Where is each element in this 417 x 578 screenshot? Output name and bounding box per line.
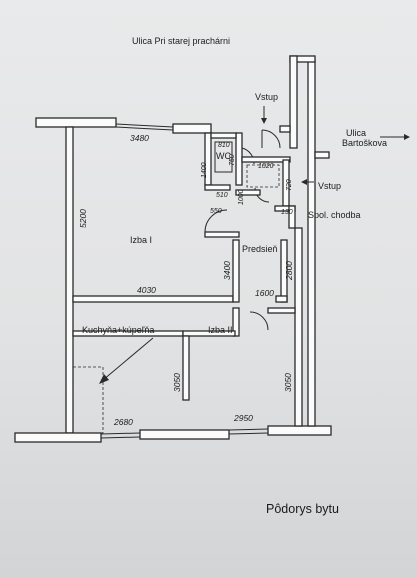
wall-stub-right — [314, 151, 330, 159]
wall-izba2-top-right — [267, 307, 296, 314]
door-arc-izba2 — [249, 311, 269, 331]
wall-building-left-post — [289, 55, 298, 149]
dim-130: 130 — [281, 209, 293, 216]
street-right-label-2: Bartoškova — [342, 138, 387, 148]
dim-1000: 1000 — [238, 189, 245, 205]
wall-left — [65, 126, 74, 434]
dim-720: 720 — [286, 179, 293, 191]
room-izba2-label: Izba II — [208, 325, 233, 335]
wall-predsien-bottom-r — [275, 295, 288, 303]
dim-4030: 4030 — [137, 285, 156, 295]
entrance-top-label: Vstup — [255, 92, 278, 102]
dim-1400: 1400 — [201, 162, 208, 178]
dim-1600: 1600 — [255, 288, 274, 298]
door-arc-entrance — [261, 129, 281, 149]
wall-right — [294, 227, 303, 427]
kitchen-arrow-line — [102, 337, 154, 381]
wall-wc-right — [235, 132, 243, 186]
window-top — [115, 123, 174, 128]
entrance-arrow-top-head — [261, 118, 267, 124]
dim-3480: 3480 — [130, 133, 149, 143]
window-bottom-inner — [100, 436, 141, 439]
dim-5200: 5200 — [78, 209, 88, 228]
wall-predsien-top — [204, 231, 240, 238]
wall-bottom-mid — [139, 429, 230, 440]
dim-810: 810 — [218, 142, 230, 149]
entrance-right-label: Vstup — [318, 181, 341, 191]
door-arc-izba1 — [204, 209, 228, 233]
wall-izba1-bottom — [72, 295, 234, 303]
room-izba1-label: Izba I — [130, 235, 152, 245]
wall-corridor-h2 — [235, 189, 261, 196]
plan-title: Pôdorys bytu — [266, 502, 339, 516]
entrance-arrow-right-head — [301, 179, 307, 185]
street-right-label-1: Ulica — [346, 128, 366, 138]
kitchen-arrow-head — [99, 374, 109, 384]
wall-top-left — [35, 117, 117, 128]
wall-bottom-left — [14, 432, 102, 443]
wall-building-right — [307, 59, 316, 427]
dim-750: 750 — [229, 154, 236, 166]
wall-izba2-top-h — [182, 330, 236, 337]
wall-izba2-top — [232, 307, 240, 337]
dim-3050-left: 3050 — [172, 373, 182, 392]
dim-1020: 1020 — [258, 163, 274, 170]
wall-spol-stub — [288, 205, 296, 229]
shared-corridor-label: Spol. chodba — [308, 210, 361, 220]
wall-wc-bottom — [204, 184, 231, 191]
dim-2680: 2680 — [113, 417, 133, 427]
dim-3050-right: 3050 — [283, 373, 293, 392]
wall-predsien-left — [232, 239, 240, 303]
dim-2950: 2950 — [233, 413, 253, 423]
window-top-inner — [115, 126, 174, 131]
room-wc-label: WC — [216, 151, 231, 161]
wall-wc-top — [210, 132, 237, 139]
window-bottom-2-inner — [228, 432, 269, 435]
wall-corridor-h1 — [241, 156, 291, 163]
wall-partition — [182, 335, 190, 401]
room-predsien-label: Predsieň — [242, 244, 278, 254]
window-bottom — [100, 432, 141, 435]
wall-bottom-right — [267, 425, 332, 436]
wall-entrance-post — [279, 125, 291, 133]
kitchen-niche — [72, 366, 104, 434]
wall-top-right — [172, 123, 212, 134]
dim-550: 550 — [210, 208, 222, 215]
window-bottom-2 — [228, 428, 269, 431]
dim-2800: 2800 — [284, 261, 294, 281]
street-arrow-head — [404, 134, 410, 140]
wc-inner — [214, 141, 233, 173]
street-top-label: Ulica Pri starej prachárni — [132, 36, 230, 46]
dim-510: 510 — [216, 192, 228, 199]
room-kuchyna-label: Kuchyňa+kúpeľňa — [82, 325, 154, 335]
dim-3400: 3400 — [222, 261, 232, 280]
cabinet-dashed — [246, 164, 280, 188]
